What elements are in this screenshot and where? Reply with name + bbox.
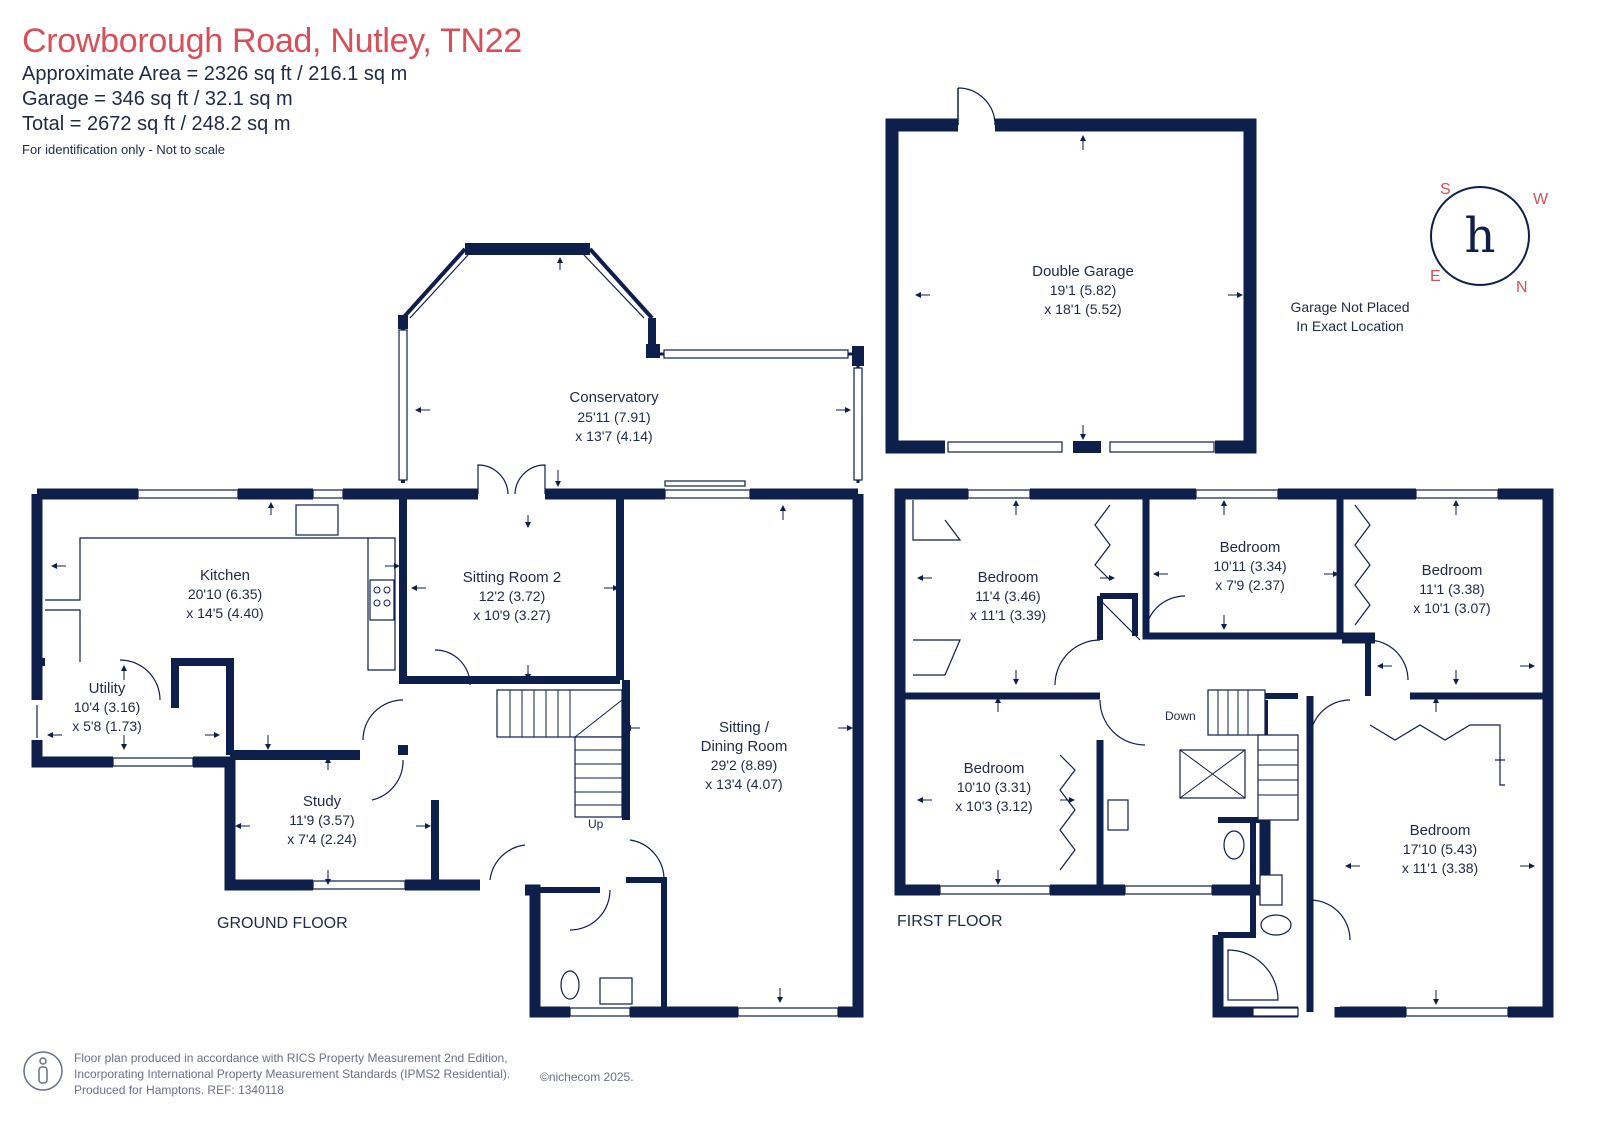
bedroom-a-name: Bedroom xyxy=(978,569,1039,586)
utility-name: Utility xyxy=(89,680,126,697)
garage-note-line2: In Exact Location xyxy=(1296,318,1403,334)
compass-letter-s: S xyxy=(1440,181,1451,198)
info-icon xyxy=(23,1051,63,1091)
compass: h S W N E xyxy=(1430,181,1549,296)
footer: Floor plan produced in accordance with R… xyxy=(22,1050,510,1098)
footer-line-1: Floor plan produced in accordance with R… xyxy=(74,1051,508,1065)
bedroom-c-name: Bedroom xyxy=(1422,562,1483,579)
ground-floor-label: GROUND FLOOR xyxy=(217,915,348,932)
first-floor-walls xyxy=(894,488,1554,1018)
header: Crowborough Road, Nutley, TN22 Approxima… xyxy=(22,22,522,157)
sitting-dining-dim1: 29'2 (8.89) xyxy=(711,757,778,773)
footer-line-3: Produced for Hamptons. REF: 1340118 xyxy=(74,1083,284,1097)
sitting-dining-name1: Sitting / xyxy=(719,719,770,736)
utility-dim1: 10'4 (3.16) xyxy=(74,699,141,715)
study-name: Study xyxy=(303,793,342,810)
bedroom-c-dim2: x 10'1 (3.07) xyxy=(1413,600,1490,616)
double-garage xyxy=(885,87,1257,454)
stairs-up-label: Up xyxy=(588,817,604,831)
disclaimer: For identification only - Not to scale xyxy=(22,142,226,157)
footer-text: Floor plan produced in accordance with R… xyxy=(74,1050,510,1098)
kitchen-dim1: 20'10 (6.35) xyxy=(188,586,262,602)
sitting-dining-dim2: x 13'4 (4.07) xyxy=(705,776,782,792)
garage-name: Double Garage xyxy=(1032,263,1134,280)
footer-line-2: Incorporating International Property Mea… xyxy=(74,1067,511,1081)
bedroom-e-name: Bedroom xyxy=(1410,822,1471,839)
property-title: Crowborough Road, Nutley, TN22 xyxy=(22,22,523,60)
kitchen-dim2: x 14'5 (4.40) xyxy=(186,605,263,621)
study-dim2: x 7'4 (2.24) xyxy=(287,831,357,847)
compass-letter-n: N xyxy=(1516,279,1528,296)
kitchen-name: Kitchen xyxy=(200,567,250,584)
sitting-room-2-dim1: 12'2 (3.72) xyxy=(479,588,546,604)
total-area: Total = 2672 sq ft / 248.2 sq m xyxy=(22,113,291,135)
conservatory-dim2: x 13'7 (4.14) xyxy=(575,428,652,444)
bedroom-b-dim2: x 7'9 (2.37) xyxy=(1215,577,1285,593)
ground-floor-dimension-arrows xyxy=(47,257,853,1003)
bedroom-d-name: Bedroom xyxy=(964,760,1025,777)
compass-logo: h xyxy=(1465,208,1496,264)
bedroom-d-dim2: x 10'3 (3.12) xyxy=(955,798,1032,814)
sitting-dining-name2: Dining Room xyxy=(701,738,788,755)
bedroom-a-dim2: x 11'1 (3.39) xyxy=(970,607,1046,623)
utility-dim2: x 5'8 (1.73) xyxy=(72,718,142,734)
ground-floor-walls xyxy=(31,243,864,1018)
study-dim1: 11'9 (3.57) xyxy=(289,812,354,828)
sitting-room-2-dim2: x 10'9 (3.27) xyxy=(473,607,550,623)
compass-letter-w: W xyxy=(1533,191,1549,208)
first-floor-dimension-arrows xyxy=(915,135,1535,1005)
garage-note-line1: Garage Not Placed xyxy=(1290,299,1409,315)
conservatory-dim1: 25'11 (7.91) xyxy=(577,409,650,425)
garage-dim1: 19'1 (5.82) xyxy=(1050,282,1117,298)
conservatory-name: Conservatory xyxy=(569,389,659,406)
stairs-down-label: Down xyxy=(1165,709,1196,723)
sitting-room-2-name: Sitting Room 2 xyxy=(463,569,561,586)
bedroom-b-name: Bedroom xyxy=(1220,539,1281,556)
garage-area: Garage = 346 sq ft / 32.1 sq m xyxy=(22,88,293,110)
bedroom-a-dim1: 11'4 (3.46) xyxy=(975,588,1040,604)
brand-credit: ©nichecom 2025. xyxy=(540,1070,634,1084)
garage-dim2: x 18'1 (5.52) xyxy=(1044,301,1121,317)
bedroom-d-dim1: 10'10 (3.31) xyxy=(957,779,1031,795)
bedroom-c-dim1: 11'1 (3.38) xyxy=(1419,581,1484,597)
bedroom-e-dim1: 17'10 (5.43) xyxy=(1403,841,1477,857)
bedroom-e-dim2: x 11'1 (3.38) xyxy=(1402,860,1478,876)
bedroom-b-dim1: 10'11 (3.34) xyxy=(1213,558,1286,574)
approximate-area: Approximate Area = 2326 sq ft / 216.1 sq… xyxy=(22,63,408,85)
first-floor-label: FIRST FLOOR xyxy=(897,913,1003,930)
compass-letter-e: E xyxy=(1430,268,1441,285)
